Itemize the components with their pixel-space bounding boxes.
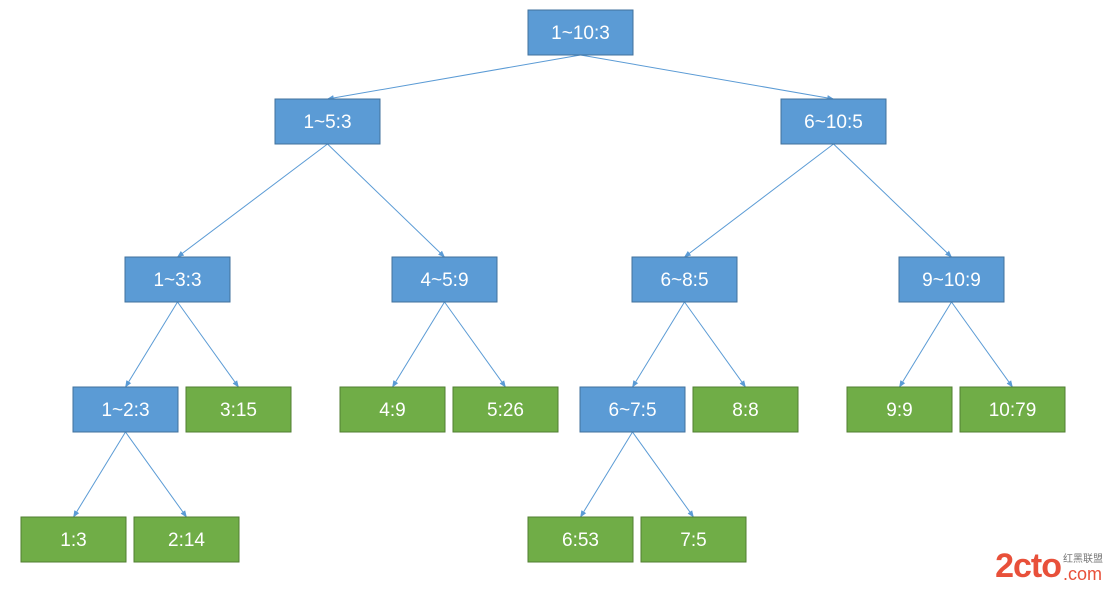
edge-n6_10-to-n6_8 [683, 143, 834, 258]
node-box [452, 386, 559, 433]
internal-node-n6_10: 6~10:5 [780, 98, 887, 145]
node-box [692, 386, 799, 433]
node-label: 8:8 [732, 400, 758, 421]
edge-n1_10-to-n6_10 [580, 54, 835, 101]
leaf-node-n1: 1:3 [20, 516, 127, 563]
node-box [640, 516, 747, 563]
edge-n6_10-to-n9_10 [833, 143, 953, 258]
node-label: 6~7:5 [608, 400, 656, 421]
leaf-node-n9: 9:9 [846, 386, 953, 433]
node-label: 6~8:5 [660, 270, 708, 291]
internal-node-n1_2: 1~2:3 [72, 386, 179, 433]
node-label: 1~5:3 [303, 112, 351, 133]
leaf-node-n8: 8:8 [692, 386, 799, 433]
watermark-chinese-text: 红黑联盟 [1063, 554, 1103, 565]
node-box [959, 386, 1066, 433]
node-label: 10:79 [989, 400, 1037, 421]
node-box [631, 256, 738, 303]
edge-n6_8-to-n8 [684, 301, 746, 388]
node-box [780, 98, 887, 145]
edge-layer [73, 54, 1013, 518]
internal-node-n1_3: 1~3:3 [124, 256, 231, 303]
leaf-node-n10: 10:79 [959, 386, 1066, 433]
internal-node-n9_10: 9~10:9 [898, 256, 1005, 303]
node-box [72, 386, 179, 433]
edge-n1_10-to-n1_5 [326, 54, 581, 101]
node-box [898, 256, 1005, 303]
node-box [185, 386, 292, 433]
edge-n1_5-to-n4_5 [327, 143, 446, 258]
edge-n4_5-to-n4 [392, 301, 445, 388]
node-label: 1~10:3 [551, 23, 610, 44]
internal-node-n6_7: 6~7:5 [579, 386, 686, 433]
edge-n9_10-to-n10 [951, 301, 1013, 388]
edge-n4_5-to-n5 [444, 301, 506, 388]
leaf-node-n5: 5:26 [452, 386, 559, 433]
leaf-node-n4: 4:9 [339, 386, 446, 433]
node-box [527, 516, 634, 563]
leaf-node-n6: 6:53 [527, 516, 634, 563]
edge-n6_7-to-n6 [580, 431, 633, 518]
edge-n9_10-to-n9 [899, 301, 952, 388]
site-watermark: 2cto 红黑联盟 .com [995, 549, 1103, 583]
node-label: 2:14 [168, 530, 205, 551]
internal-node-n1_10: 1~10:3 [527, 9, 634, 56]
watermark-main-text: 2cto [995, 547, 1062, 585]
edge-n1_3-to-n3 [177, 301, 239, 388]
node-box [527, 9, 634, 56]
node-label: 4~5:9 [420, 270, 468, 291]
node-label: 9~10:9 [922, 270, 981, 291]
leaf-node-n7: 7:5 [640, 516, 747, 563]
internal-node-n1_5: 1~5:3 [274, 98, 381, 145]
node-box [846, 386, 953, 433]
node-box [274, 98, 381, 145]
edge-n1_2-to-n1 [73, 431, 126, 518]
node-box [339, 386, 446, 433]
node-label: 1:3 [60, 530, 86, 551]
leaf-node-n3: 3:15 [185, 386, 292, 433]
watermark-side: 红黑联盟 .com [1063, 554, 1103, 583]
watermark-domain-suffix: .com [1063, 564, 1103, 584]
node-label: 4:9 [379, 400, 405, 421]
node-label: 6:53 [562, 530, 599, 551]
node-label: 1~3:3 [153, 270, 201, 291]
edge-n1_3-to-n1_2 [125, 301, 178, 388]
node-box [579, 386, 686, 433]
internal-node-n6_8: 6~8:5 [631, 256, 738, 303]
node-label: 3:15 [220, 400, 257, 421]
node-label: 5:26 [487, 400, 524, 421]
edge-n6_8-to-n6_7 [632, 301, 685, 388]
node-box [133, 516, 240, 563]
edge-n1_5-to-n1_3 [176, 143, 328, 258]
node-label: 9:9 [886, 400, 912, 421]
internal-node-n4_5: 4~5:9 [391, 256, 498, 303]
leaf-node-n2: 2:14 [133, 516, 240, 563]
node-box [124, 256, 231, 303]
node-layer: 1~10:3 1~5:3 6~10:5 1~3:3 4~5:9 6~8:5 9~10:9 1~… [20, 9, 1066, 563]
edge-n1_2-to-n2 [125, 431, 187, 518]
node-label: 6~10:5 [804, 112, 863, 133]
node-box [391, 256, 498, 303]
node-label: 1~2:3 [101, 400, 149, 421]
edge-n6_7-to-n7 [632, 431, 694, 518]
node-box [20, 516, 127, 563]
node-label: 7:5 [680, 530, 706, 551]
